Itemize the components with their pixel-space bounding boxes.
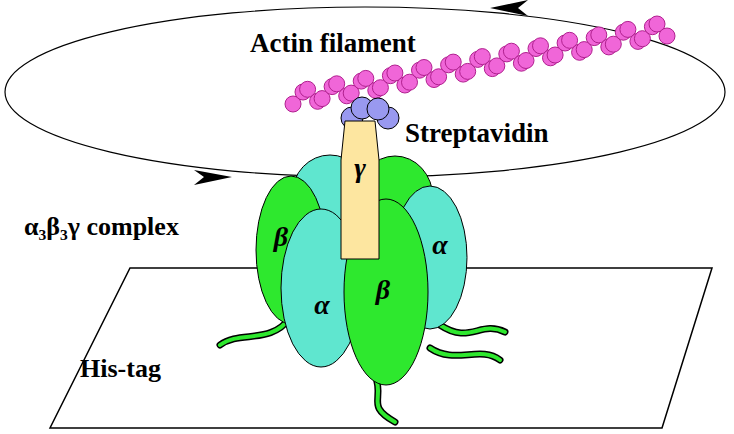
subunit-label: β (376, 276, 390, 304)
filament-label: Actin filament (250, 30, 416, 57)
complex-label: α₃β₃γ complex (24, 214, 179, 240)
orbit-arrowhead (490, 0, 528, 16)
gamma-subunit: γ (340, 120, 380, 260)
subunit-label: β (274, 223, 288, 251)
orbit-arrowhead (194, 170, 232, 185)
subunit-label: γ (354, 154, 366, 182)
protein-label: Streptavidin (405, 120, 549, 147)
node-outline (340, 120, 380, 260)
subunit-label: α (314, 291, 330, 319)
subunit-label: α (432, 231, 448, 259)
tag-label: His-tag (80, 356, 161, 382)
